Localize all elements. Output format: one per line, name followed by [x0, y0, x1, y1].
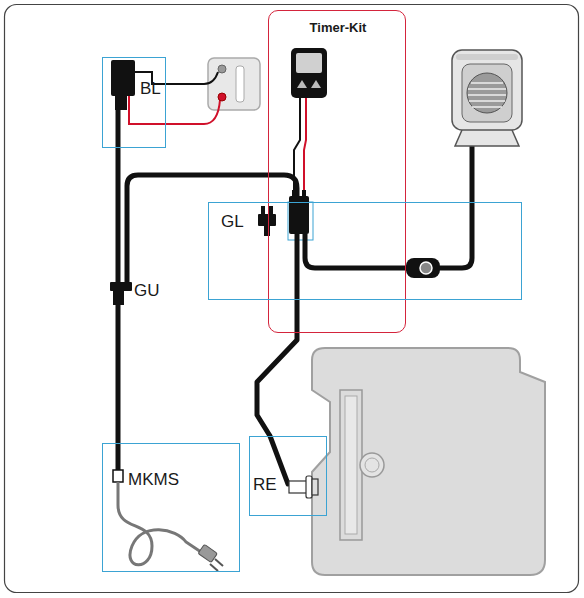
part-label: MKMS [128, 470, 179, 490]
splitter-illustration [288, 140, 472, 300]
part-label: BL [140, 79, 161, 99]
fan-heater-illustration [452, 50, 522, 146]
re-connector [270, 436, 318, 498]
heater-illustration [312, 348, 545, 575]
cable-connector [257, 300, 297, 436]
timer-kit-region: Timer-Kit [268, 10, 406, 333]
mains-cable-illustration [113, 443, 223, 571]
label-holder: GU [134, 281, 160, 301]
part-label: GU [134, 281, 160, 301]
gl-symbol [258, 206, 276, 236]
timer-illustration [291, 48, 327, 196]
distributor-box: GL [208, 202, 522, 300]
part-label: Timer-Kit [310, 21, 367, 36]
battery-illustration [129, 58, 260, 124]
outer-frame [5, 5, 579, 593]
battery-cable-box: BL [102, 57, 166, 148]
bl-connector [111, 60, 135, 148]
part-label: GL [221, 212, 244, 232]
heater-connector-box: RE [249, 436, 327, 516]
mains-cable-box: MKMS [102, 443, 240, 572]
part-label: RE [253, 475, 277, 495]
